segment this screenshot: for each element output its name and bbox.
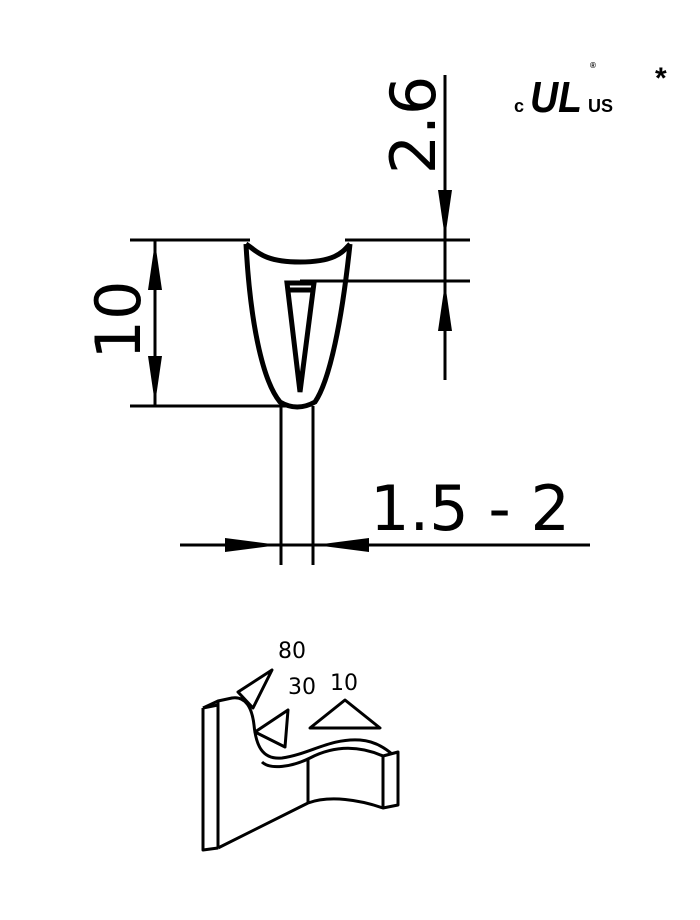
logo-us: US [588,96,613,116]
dim-height-label: 10 [82,281,155,360]
asterisk-note: * [655,62,667,95]
iso-terminal-view [201,668,400,852]
cul-us-logo: c UL ® US [514,61,613,122]
angle-label-30: 30 [288,675,316,700]
dimension-arrows [148,190,452,552]
dim-strip-label: 2.6 [377,76,450,175]
logo-ul: UL [530,73,582,122]
logo-c: c [514,96,524,116]
angle-label-10: 10 [330,671,358,696]
angle-label-80: 80 [278,639,306,664]
terminal-contact [243,241,353,410]
dim-wire-label: 1.5 - 2 [370,472,570,545]
logo-registered: ® [590,61,596,70]
